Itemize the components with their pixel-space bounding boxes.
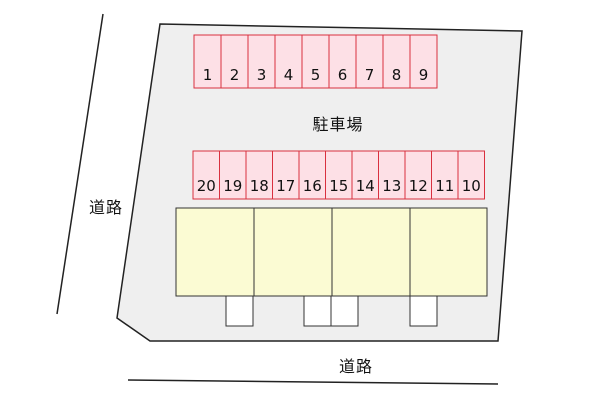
parking-slot-number: 2 bbox=[230, 66, 240, 84]
parking-slot-number: 3 bbox=[257, 66, 267, 84]
building-unit bbox=[409, 207, 488, 297]
parking-slot-number: 8 bbox=[392, 66, 402, 84]
parking-slot-box bbox=[220, 34, 249, 89]
parking-slot: 10 bbox=[457, 150, 485, 200]
parking-slot-number: 4 bbox=[284, 66, 294, 84]
road-line-left bbox=[56, 13, 104, 315]
parking-slot: 8 bbox=[382, 34, 411, 89]
porch bbox=[330, 295, 359, 327]
parking-slot-box bbox=[274, 34, 303, 89]
parking-slot-box bbox=[298, 150, 326, 200]
parking-slot-number: 7 bbox=[365, 66, 375, 84]
parking-slot: 15 bbox=[325, 150, 353, 200]
parking-slot: 19 bbox=[219, 150, 247, 200]
porch bbox=[225, 295, 254, 327]
parking-slot-number: 11 bbox=[435, 177, 454, 195]
parking-slot-box bbox=[245, 150, 273, 200]
parking-slot-number: 19 bbox=[223, 177, 242, 195]
parking-slot-box bbox=[409, 34, 438, 89]
road-line-bottom bbox=[127, 379, 499, 385]
parking-slot-box bbox=[378, 150, 406, 200]
parking-slot: 17 bbox=[272, 150, 300, 200]
parking-slot-number: 10 bbox=[462, 177, 481, 195]
parking-slot-box bbox=[457, 150, 485, 200]
parking-slot-box bbox=[404, 150, 432, 200]
parking-slot-number: 1 bbox=[203, 66, 213, 84]
building-unit bbox=[331, 207, 411, 297]
parking-slot-box bbox=[247, 34, 276, 89]
parking-slot-box bbox=[325, 150, 353, 200]
apartment-building bbox=[175, 207, 488, 297]
parking-slot-box bbox=[355, 34, 384, 89]
parking-row-bottom: 20 19 18 17 16 15 14 13 12 11 10 bbox=[192, 150, 485, 200]
parking-slot: 7 bbox=[355, 34, 384, 89]
parking-slot-number: 20 bbox=[197, 177, 216, 195]
parking-slot-number: 6 bbox=[338, 66, 348, 84]
parking-slot-number: 14 bbox=[356, 177, 375, 195]
building-unit bbox=[175, 207, 255, 297]
parking-slot: 9 bbox=[409, 34, 438, 89]
parking-slot: 1 bbox=[193, 34, 222, 89]
parking-slot-box bbox=[328, 34, 357, 89]
parking-slot-box bbox=[301, 34, 330, 89]
parking-slot: 11 bbox=[431, 150, 459, 200]
parking-slot-number: 17 bbox=[276, 177, 295, 195]
parking-slot-number: 5 bbox=[311, 66, 321, 84]
parking-slot-number: 12 bbox=[409, 177, 428, 195]
parking-slot: 6 bbox=[328, 34, 357, 89]
parking-slot: 13 bbox=[378, 150, 406, 200]
parking-slot-number: 9 bbox=[419, 66, 429, 84]
road-label-left: 道路 bbox=[89, 198, 123, 217]
parking-slot-number: 13 bbox=[382, 177, 401, 195]
parking-slot-box bbox=[192, 150, 220, 200]
parking-slot: 4 bbox=[274, 34, 303, 89]
building-unit bbox=[253, 207, 333, 297]
road-label-bottom: 道路 bbox=[339, 357, 373, 376]
parking-slot-number: 18 bbox=[250, 177, 269, 195]
parking-slot-number: 16 bbox=[303, 177, 322, 195]
parking-slot: 14 bbox=[351, 150, 379, 200]
entrance-porches bbox=[225, 295, 438, 327]
parking-slot: 18 bbox=[245, 150, 273, 200]
parking-slot: 16 bbox=[298, 150, 326, 200]
parking-slot: 20 bbox=[192, 150, 220, 200]
parking-slot: 12 bbox=[404, 150, 432, 200]
porch bbox=[303, 295, 332, 327]
parking-slot-number: 15 bbox=[329, 177, 348, 195]
porch bbox=[409, 295, 438, 327]
parking-slot: 2 bbox=[220, 34, 249, 89]
parking-lot-label: 駐車場 bbox=[312, 115, 363, 134]
parking-slot: 3 bbox=[247, 34, 276, 89]
parking-slot: 5 bbox=[301, 34, 330, 89]
